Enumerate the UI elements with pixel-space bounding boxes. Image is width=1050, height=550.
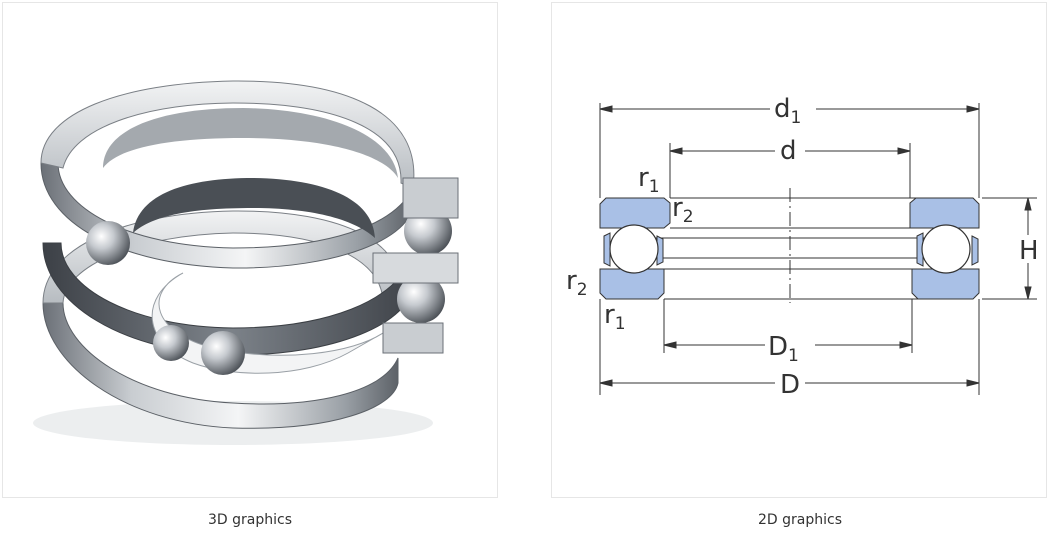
panel-2d-graphic: d1 d r1 r2 H r2 r1 D1 D (551, 2, 1047, 498)
bottom-right-washer (911, 268, 980, 300)
ball-left (609, 224, 659, 274)
label-r1-top: r1 (638, 163, 660, 197)
ball-right-lower (397, 275, 445, 323)
caption-3d-graphics: 3D graphics (208, 512, 292, 528)
caption-2d-graphics: 2D graphics (758, 512, 842, 528)
extension-lines (599, 103, 1037, 395)
label-d1: d1 (774, 94, 801, 128)
label-r2-top: r2 (672, 193, 694, 227)
top-left-washer (599, 197, 671, 229)
top-right-washer (909, 197, 980, 229)
ball-right-upper (404, 207, 452, 255)
right-cut-face-mid (372, 252, 459, 284)
label-D: D (780, 370, 800, 400)
label-H: H (1019, 236, 1039, 266)
bore-shadow (133, 178, 375, 238)
ball-left (86, 221, 130, 265)
cages (603, 232, 979, 267)
label-d: d (780, 136, 797, 166)
ball-front-right (201, 331, 245, 375)
panel-3d-graphic (2, 2, 498, 498)
bearing-3d-illustration (33, 80, 459, 445)
ball-front-left (153, 325, 189, 361)
right-cut-face-top (402, 177, 459, 219)
bearing-2d-drawing: d1 d r1 r2 H r2 r1 D1 D (566, 93, 1040, 400)
race-outlines (644, 197, 938, 300)
washers (599, 197, 980, 300)
ball-right (921, 224, 971, 274)
label-D1: D1 (768, 332, 799, 366)
right-cut-face-bottom (382, 322, 444, 354)
label-r2-left: r2 (566, 266, 588, 300)
label-r1-bottom: r1 (604, 300, 626, 334)
